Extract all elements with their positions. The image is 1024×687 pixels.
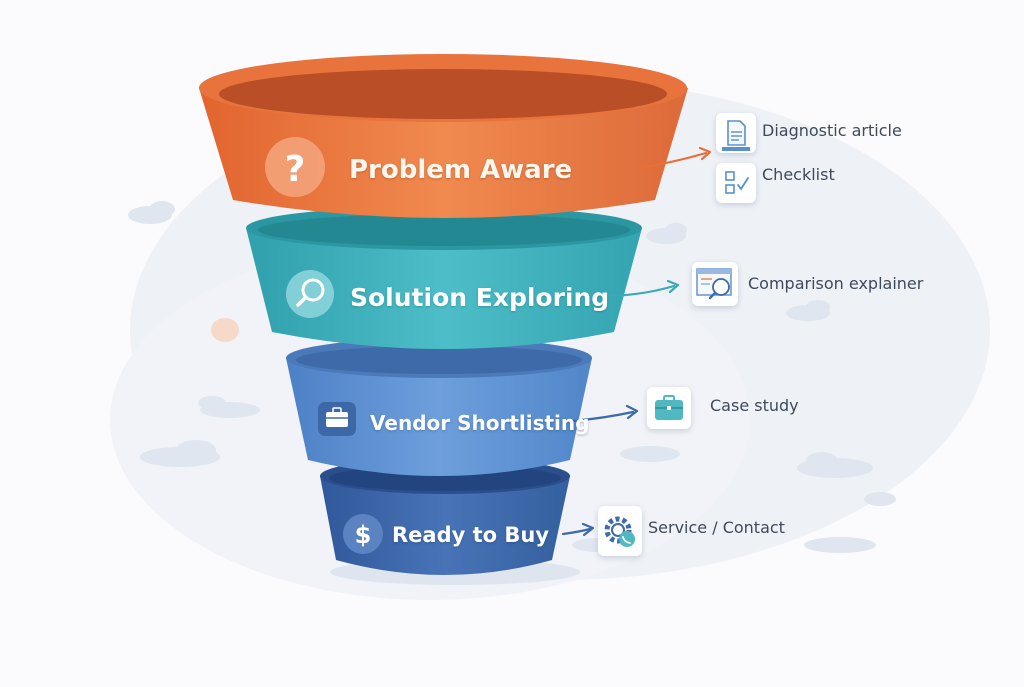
stage-label-solution-exploring: Solution Exploring xyxy=(350,283,610,312)
question-mark-icon: ? xyxy=(265,137,325,197)
svg-text:$: $ xyxy=(355,521,372,549)
magnifier-icon xyxy=(286,270,334,318)
checklist-icon xyxy=(716,163,756,203)
stage-problem-aware xyxy=(199,54,688,218)
stage-label-problem-aware: Problem Aware xyxy=(349,155,573,185)
stage-solution-exploring xyxy=(246,206,642,349)
svg-text:?: ? xyxy=(285,149,306,190)
dollar-icon: $ xyxy=(343,514,383,554)
briefcase-stage-icon xyxy=(318,402,356,436)
comparison-icon xyxy=(692,262,738,306)
stage-vendor-shortlisting xyxy=(286,338,592,476)
content-label-case-study: Case study xyxy=(710,396,799,415)
document-icon xyxy=(716,113,756,153)
stage-label-vendor-shortlisting: Vendor Shortlisting xyxy=(370,411,590,435)
connector-arrows xyxy=(561,146,712,537)
content-label-checklist: Checklist xyxy=(762,165,835,184)
background-clouds xyxy=(128,201,896,553)
content-label-comparison-explainer: Comparison explainer xyxy=(748,274,924,293)
service-contact-icon xyxy=(598,506,642,556)
briefcase-icon xyxy=(647,387,691,429)
content-label-service-contact: Service / Contact xyxy=(648,518,785,537)
content-label-diagnostic-article: Diagnostic article xyxy=(762,121,902,140)
stage-label-ready-to-buy: Ready to Buy xyxy=(392,523,550,547)
